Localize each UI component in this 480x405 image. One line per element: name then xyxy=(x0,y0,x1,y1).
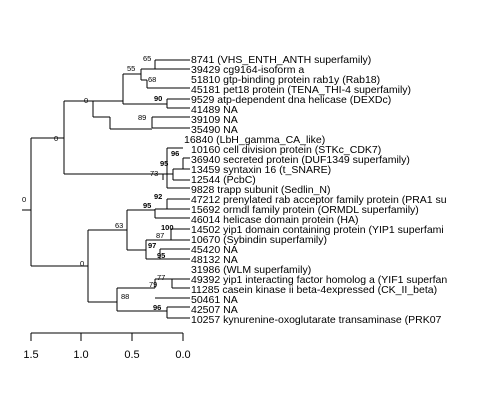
leaf-label: 42507 NA xyxy=(191,304,238,316)
support-value: 63 xyxy=(115,221,123,230)
leaf-label: 51810 gtp-binding protein rab1y (Rab18) xyxy=(191,74,380,86)
branch-clade-89 xyxy=(110,116,190,130)
leaf-label: 12544 (PcbC) xyxy=(191,174,256,186)
support-value: 55 xyxy=(127,64,135,73)
support-value: 95 xyxy=(160,159,168,168)
support-value: 95 xyxy=(143,201,151,210)
leaf-label: 14502 yip1 domain containing protein (YI… xyxy=(191,224,444,236)
tree-branches xyxy=(22,59,190,319)
support-value: 97 xyxy=(148,241,156,250)
support-value: 73 xyxy=(150,169,158,178)
support-value: 95 xyxy=(157,251,165,260)
support-value: 79 xyxy=(149,280,157,289)
leaf-label: 45181 pet18 protein (TENA_THI-4 superfam… xyxy=(191,84,411,96)
scale-axis: 1.5 1.0 0.5 0.0 xyxy=(23,332,191,361)
leaf-label: 10670 (Sybindin superfamily) xyxy=(191,234,327,246)
leaf-label: 8741 (VHS_ENTH_ANTH superfamily) xyxy=(191,54,371,66)
branch-clade-16840-9828 xyxy=(64,147,190,189)
leaf-label: 41489 NA xyxy=(191,104,238,116)
branch-clade-92-95 xyxy=(127,198,190,219)
support-value: 92 xyxy=(154,192,162,201)
support-value: 77 xyxy=(157,273,165,282)
support-value: 0 xyxy=(80,259,84,268)
support-value: 96 xyxy=(171,149,179,158)
leaf-label: 49392 yip1 interacting factor homolog a … xyxy=(191,274,447,286)
support-value: 100 xyxy=(161,223,174,232)
support-value: 88 xyxy=(121,292,129,301)
leaf-label: 9529 atp-dependent dna helicase (DEXDc) xyxy=(191,94,391,106)
root-branch xyxy=(22,138,32,266)
leaf-label: 11285 casein kinase ii beta-4expressed (… xyxy=(191,284,437,296)
leaf-label: 15692 ormdl family protein (ORMDL superf… xyxy=(191,204,419,216)
branch-clade-88-96 xyxy=(88,278,190,319)
support-value: 89 xyxy=(138,113,146,122)
branch-upper-clade xyxy=(31,100,111,174)
support-value: 0 xyxy=(84,96,88,105)
leaf-label: 31986 (WLM superfamily) xyxy=(191,264,311,276)
leaf-label: 13459 syntaxin 16 (t_SNARE) xyxy=(191,164,331,176)
axis-tick-label: 1.0 xyxy=(73,349,88,361)
support-value: 0 xyxy=(22,195,26,204)
branch-clade-95-96 xyxy=(163,157,190,181)
leaf-label: 47212 prenylated rab acceptor family pro… xyxy=(191,194,447,206)
branch-lower-clade xyxy=(31,210,128,302)
leaf-label: 36940 secreted protein (DUF1349 superfam… xyxy=(191,154,410,166)
support-value: 65 xyxy=(143,54,151,63)
leaf-label: 45420 NA xyxy=(191,244,238,256)
branch-clade-100-87-97 xyxy=(127,228,190,260)
support-value: 96 xyxy=(153,303,161,312)
axis-tick-label: 0.0 xyxy=(175,349,190,361)
leaf-label: 10160 cell division protein (STKc_CDK7) xyxy=(191,144,381,156)
support-value: 0 xyxy=(54,134,58,143)
leaf-label: 50461 NA xyxy=(191,294,238,306)
leaf-label: 16840 (LbH_gamma_CA_like) xyxy=(184,134,325,146)
leaf-label: 39109 NA xyxy=(191,114,238,126)
support-value: 68 xyxy=(148,75,156,84)
branch-clade-65-55 xyxy=(93,59,190,109)
axis-tick-label: 1.5 xyxy=(23,349,38,361)
leaf-label: 39429 cg9164-isoform a xyxy=(191,64,304,76)
support-values: 65 55 68 0 90 89 0 96 95 73 0 92 95 63 1… xyxy=(22,54,179,312)
leaf-label: 9828 trapp subunit (Sedlin_N) xyxy=(191,184,331,196)
leaf-labels: 8741 (VHS_ENTH_ANTH superfamily) 39429 c… xyxy=(184,54,447,326)
axis-tick-label: 0.5 xyxy=(124,349,139,361)
support-value: 87 xyxy=(156,231,164,240)
leaf-label: 10257 kynurenine-oxoglutarate transamina… xyxy=(191,314,442,326)
support-value: 90 xyxy=(154,94,162,103)
leaf-label: 48132 NA xyxy=(191,254,238,266)
leaf-label: 35490 NA xyxy=(191,124,238,136)
leaf-label: 46014 helicase domain protein (HA) xyxy=(191,214,359,226)
